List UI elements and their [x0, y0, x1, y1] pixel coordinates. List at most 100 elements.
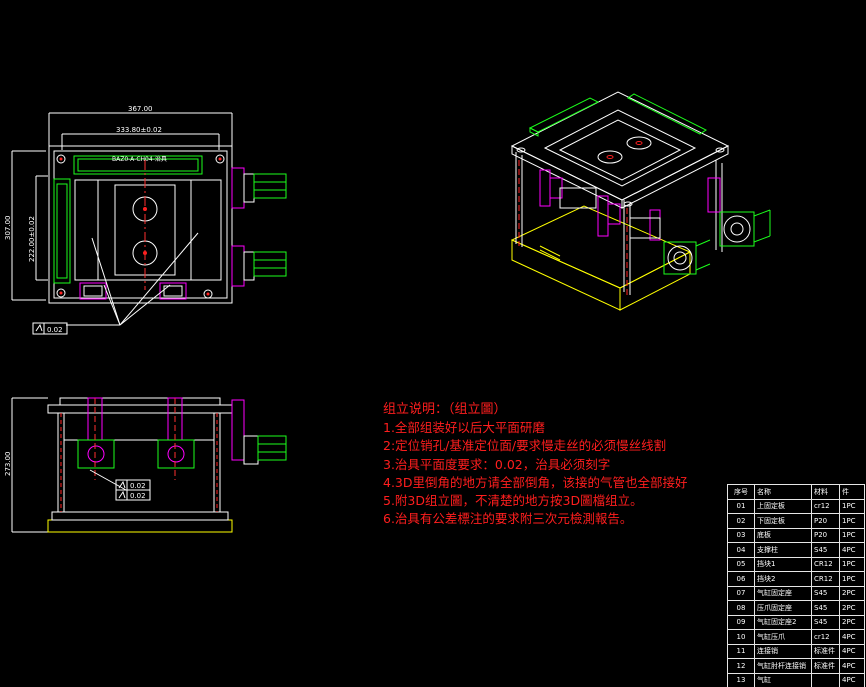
top-upper-bar — [73, 155, 203, 175]
bom-cell-name: 挡块1 — [754, 556, 812, 572]
bom-cell-qty: 4PC — [839, 629, 865, 645]
bom-cell-no: 02 — [727, 513, 755, 529]
bom-cell-no: 04 — [727, 542, 755, 558]
bom-cell-material: P20 — [811, 527, 840, 543]
bom-cell-no: 08 — [727, 600, 755, 616]
bom-cell-material: cr12 — [811, 498, 840, 514]
note-line-1: 1.全部组装好以后大平面研磨 — [383, 420, 545, 435]
top-view: 367.00 333.80±0.02 307.00 222.00±0.02 BA… — [4, 105, 287, 335]
iso-cylinder-back — [719, 209, 771, 247]
bom-cell-material: P20 — [811, 513, 840, 529]
bom-cell-name: 连接销 — [754, 643, 812, 659]
plate-label: BAZ0-A-CH04-治具 — [112, 155, 167, 163]
bom-cell-qty: 1PC — [839, 571, 865, 587]
bom-cell-material — [811, 672, 840, 687]
front-flatness-value-a: 0.02 — [130, 482, 146, 490]
top-left-bar — [53, 178, 71, 284]
bom-header-row: 序号 名称 材料 件 — [727, 484, 865, 500]
bom-cell-no: 06 — [727, 571, 755, 587]
bom-cell-name: 气缸肘杆连接销 — [754, 658, 812, 674]
note-line-2: 2:定位销孔/基准定位面/要求慢走丝的必须慢丝线割 — [383, 438, 667, 454]
bom-cell-qty: 2PC — [839, 600, 865, 616]
dim-inner-height: 222.00±0.02 — [28, 216, 36, 262]
bom-cell-material: cr12 — [811, 629, 840, 645]
bom-cell-material: S45 — [811, 600, 840, 616]
front-clamp-right — [157, 397, 195, 480]
note-line-4: 4.3D里倒角的地方请全部倒角，该接的气管也全部接好 — [383, 474, 688, 490]
bom-cell-material: CR12 — [811, 556, 840, 572]
top-cylinder-lower — [231, 245, 287, 287]
top-cylinder-upper — [231, 167, 287, 209]
bom-cell-name: 支撑柱 — [754, 542, 812, 558]
dim-left-height: 307.00 — [4, 216, 12, 241]
iso-cylinder-front — [663, 239, 711, 275]
bom-header-material: 材料 — [811, 484, 840, 500]
bom-cell-material: S45 — [811, 614, 840, 630]
bom-cell-qty: 1PC — [839, 527, 865, 543]
notes-title: 组立说明：（组立圖） — [383, 402, 507, 417]
bom-cell-qty: 2PC — [839, 585, 865, 601]
front-view: 273.00 — [4, 397, 287, 533]
dim-inner-width: 333.80±0.02 — [116, 126, 162, 134]
top-flatness-value: 0.02 — [47, 326, 63, 334]
bom-cell-qty: 4PC — [839, 672, 865, 687]
bom-cell-name: 下固定板 — [754, 513, 812, 529]
assembly-notes: 组立说明：（组立圖） 1.全部组装好以后大平面研磨 2:定位销孔/基准定位面/要… — [383, 400, 728, 529]
top-view-dimensions — [11, 112, 233, 301]
note-line-3: 3.治具平面度要求：0.02，治具必须刻字 — [383, 456, 611, 472]
bom-cell-qty: 1PC — [839, 556, 865, 572]
front-clamp-left — [77, 397, 115, 480]
top-leader-lines — [66, 232, 199, 326]
dim-top-width: 367.00 — [128, 105, 153, 113]
bom-cell-material: CR12 — [811, 571, 840, 587]
note-line-5: 5.附3D组立圖，不清楚的地方按3D圖檔组立。 — [383, 493, 643, 509]
bom-cell-no: 05 — [727, 556, 755, 572]
iso-clamp-a — [539, 169, 551, 207]
iso-top-plate — [510, 91, 730, 201]
front-flatness-tag-b — [115, 489, 151, 501]
bom-cell-qty: 2PC — [839, 614, 865, 630]
note-line-6: 6.治具有公差標注的要求附三次元檢測報告。 — [383, 511, 633, 527]
front-top-plate — [47, 404, 233, 414]
bom-cell-qty: 4PC — [839, 643, 865, 659]
bom-header-qty: 件 — [839, 484, 865, 500]
bom-cell-name: 气缸 — [754, 672, 812, 687]
top-clamp-right — [159, 282, 187, 300]
top-plate-outline — [48, 145, 233, 304]
bom-cell-name: 底板 — [754, 527, 812, 543]
front-base-plate — [47, 519, 233, 533]
isometric-view — [510, 91, 771, 311]
iso-green-bar-left — [528, 97, 600, 133]
bom-cell-name: 挡块2 — [754, 571, 812, 587]
bom-cell-qty: 1PC — [839, 498, 865, 514]
bom-cell-qty: 4PC — [839, 658, 865, 674]
iso-green-bar-right — [627, 93, 707, 135]
bom-cell-no: 12 — [727, 658, 755, 674]
bom-cell-name: 气缸压爪 — [754, 629, 812, 645]
bom-header-name: 名称 — [754, 484, 812, 500]
bom-cell-name: 压爪固定座 — [754, 600, 812, 616]
bom-cell-material: 标准件 — [811, 658, 840, 674]
bom-cell-material: S45 — [811, 585, 840, 601]
bom-cell-no: 09 — [727, 614, 755, 630]
dim-side-height: 273.00 — [4, 452, 12, 477]
front-flatness-value-b: 0.02 — [130, 492, 146, 500]
bom-cell-no: 10 — [727, 629, 755, 645]
bom-cell-name: 上固定板 — [754, 498, 812, 514]
bom-cell-qty: 4PC — [839, 542, 865, 558]
top-corner-bolts — [56, 154, 225, 299]
